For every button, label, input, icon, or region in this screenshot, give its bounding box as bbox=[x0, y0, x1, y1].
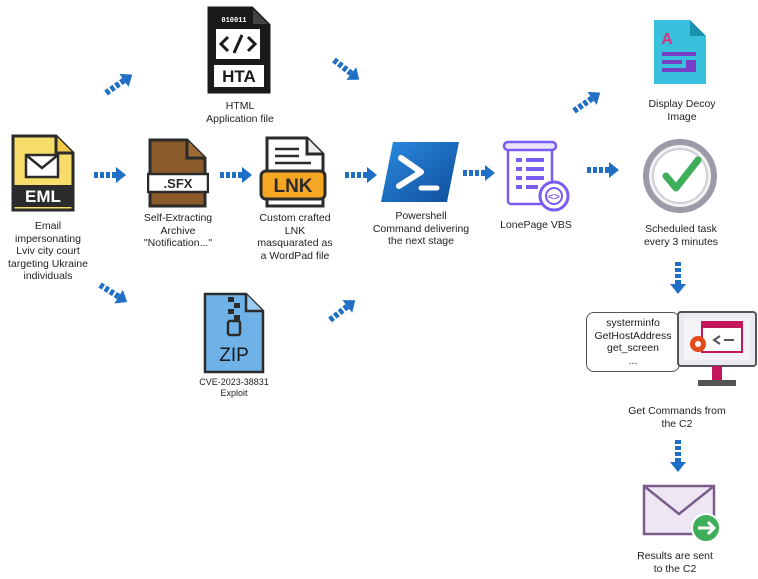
arrow-powershell-to-vbs bbox=[463, 165, 495, 181]
svg-text:<>: <> bbox=[548, 192, 560, 203]
commands-box: systerminfo GetHostAddress get_screen ..… bbox=[586, 312, 680, 372]
hta-label: HTML Application file bbox=[206, 100, 274, 125]
arrow-eml-to-sfx bbox=[94, 167, 126, 183]
arrow-hta-to-powershell bbox=[329, 53, 365, 87]
eml-icon-text: EML bbox=[25, 187, 61, 206]
arrow-zip-to-powershell bbox=[325, 293, 361, 327]
decoy-icon-text: A bbox=[661, 31, 673, 48]
decoy-label: Display Decoy Image bbox=[648, 98, 716, 123]
command-item: GetHostAddress bbox=[594, 329, 672, 342]
command-item: ... bbox=[628, 354, 638, 367]
sfx-label: Self-Extracting Archive "Notification...… bbox=[143, 212, 213, 249]
arrow-task-to-commands bbox=[670, 262, 686, 294]
powershell-icon bbox=[381, 142, 459, 202]
results-label: Results are sent to the C2 bbox=[637, 550, 713, 575]
command-item: systerminfo bbox=[606, 317, 660, 329]
monitor-settings-icon bbox=[677, 311, 757, 386]
commands-label: Get Commands from the C2 bbox=[628, 405, 726, 430]
sfx-icon-text: .SFX bbox=[164, 176, 193, 191]
arrow-sfx-to-lnk bbox=[220, 167, 252, 183]
command-item: get_screen bbox=[607, 342, 659, 354]
eml-label: Email impersonating Lviv city court targ… bbox=[8, 220, 88, 282]
hta-binary-text: 010011 bbox=[221, 17, 246, 25]
arrow-eml-to-hta bbox=[101, 68, 137, 100]
eml-file-icon: EML bbox=[11, 134, 75, 212]
hta-code-file-icon: 010011 HTA bbox=[207, 6, 271, 94]
sfx-archive-icon: .SFX bbox=[147, 138, 209, 208]
vbs-label: LonePage VBS bbox=[500, 219, 572, 231]
task-label: Scheduled task every 3 minutes bbox=[643, 223, 719, 248]
envelope-send-icon bbox=[642, 484, 721, 543]
zip-icon-text: ZIP bbox=[219, 345, 249, 366]
hta-icon-text: HTA bbox=[222, 67, 256, 86]
checkmark-clock-icon bbox=[643, 139, 717, 213]
decoy-document-icon: A bbox=[654, 20, 706, 84]
vbs-script-icon: <> bbox=[502, 140, 570, 212]
arrow-vbs-to-decoy bbox=[569, 86, 605, 118]
arrow-vbs-to-task bbox=[587, 162, 619, 178]
lnk-file-icon: LNK bbox=[259, 136, 327, 208]
arrow-lnk-to-powershell bbox=[345, 167, 377, 183]
lnk-icon-text: LNK bbox=[273, 176, 312, 197]
powershell-label: Powershell Command delivering the next s… bbox=[372, 210, 470, 247]
zip-file-icon: ZIP bbox=[203, 292, 265, 374]
lnk-label: Custom crafted LNK masquarated as a Word… bbox=[257, 212, 333, 262]
arrow-eml-to-zip bbox=[95, 278, 132, 309]
arrow-commands-to-results bbox=[670, 440, 686, 472]
zip-label: CVE-2023-38831 Exploit bbox=[199, 377, 269, 398]
